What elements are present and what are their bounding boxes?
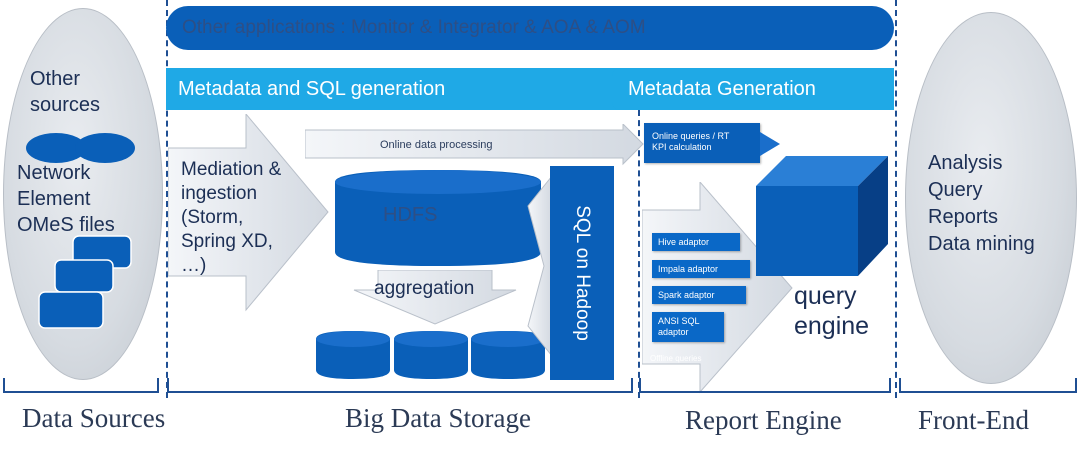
storage-cylinder-2 [394, 331, 468, 379]
front-end-ellipse [905, 12, 1077, 384]
other-sources-line-2: sources [30, 94, 101, 116]
other-sources-line-1: Other [30, 68, 81, 90]
network-element-label: Network Element OMeS files [17, 160, 115, 238]
storage-cylinder-3 [471, 331, 545, 379]
other-applications-label: Other applications : Monitor & Integrato… [182, 17, 646, 38]
sql-generation-bar: Metadata and SQL generation [166, 68, 638, 110]
query-engine-label: query engine [794, 281, 869, 341]
query-engine-line-2: engine [794, 312, 870, 340]
section-brackets [3, 378, 1077, 393]
mediation-line-4: Spring XD, [181, 231, 273, 252]
online-processing-label: Online data processing [380, 139, 493, 151]
online-queries-pointer [760, 132, 780, 156]
impala-adaptor-label: Impala adaptor [658, 264, 719, 274]
section-label-data-sources: Data Sources [22, 403, 166, 433]
metadata-generation-bar: Metadata Generation [612, 68, 894, 110]
impala-adaptor-box: Impala adaptor [652, 260, 750, 278]
separator-right [895, 0, 897, 398]
online-queries-label: Online queries / RT KPI calculation [652, 131, 729, 153]
sql-chevron-arrow [527, 176, 553, 356]
network-element-line-1: Network [17, 162, 91, 184]
source-disks-icon [26, 133, 135, 163]
online-queries-line-2: KPI calculation [652, 142, 712, 152]
mediation-line-1: Mediation & [181, 159, 282, 180]
mediation-line-2: ingestion [181, 183, 258, 204]
spark-adaptor-label: Spark adaptor [658, 290, 715, 300]
other-applications-bar: Other applications : Monitor & Integrato… [166, 6, 894, 50]
separator-mid [638, 110, 640, 398]
query-engine-line-1: query [794, 282, 857, 310]
online-queries-line-1: Online queries / RT [652, 131, 730, 141]
sql-on-hadoop-box [550, 166, 614, 380]
sql-on-hadoop-label: SQL on Hadoop [572, 205, 593, 341]
front-end-item-reports: Reports [928, 206, 999, 228]
ansi-sql-adaptor-box: ANSI SQL adaptor [652, 312, 724, 342]
section-label-front-end: Front-End [918, 405, 1029, 435]
mediation-arrow [168, 114, 329, 312]
hdfs-cylinder [335, 170, 541, 266]
front-end-list: Analysis Query Reports Data mining [928, 150, 1035, 258]
section-label-big-data-storage: Big Data Storage [345, 403, 531, 433]
offline-queries-label: Offline queries [650, 354, 702, 363]
ansi-sql-adaptor-label: ANSI SQL adaptor [658, 316, 700, 337]
aggregation-arrow [353, 270, 517, 325]
files-stack-icon [38, 235, 132, 329]
spark-adaptor-box: Spark adaptor [652, 286, 746, 304]
mediation-line-5: …) [181, 255, 207, 276]
hive-adaptor-box: Hive adaptor [652, 233, 740, 251]
online-processing-arrow [305, 124, 644, 166]
front-end-item-query: Query [928, 179, 983, 201]
network-element-line-3: OMeS files [17, 214, 115, 236]
separator-left [166, 0, 168, 398]
mediation-line-3: (Storm, [181, 207, 244, 228]
query-engine-cube [756, 156, 888, 276]
front-end-item-data-mining: Data mining [928, 233, 1035, 255]
online-queries-box: Online queries / RT KPI calculation [644, 123, 760, 163]
hive-adaptor-label: Hive adaptor [658, 237, 710, 247]
sql-generation-label: Metadata and SQL generation [178, 77, 446, 100]
front-end-item-analysis: Analysis [928, 152, 1003, 174]
other-sources-label: Other sources [30, 66, 100, 118]
aggregation-label: aggregation [374, 278, 475, 299]
mediation-label: Mediation & ingestion (Storm, Spring XD,… [181, 158, 281, 278]
hdfs-label: HDFS [383, 204, 438, 226]
section-label-report-engine: Report Engine [685, 405, 842, 435]
storage-cylinder-1 [316, 331, 390, 379]
network-element-line-2: Element [17, 188, 91, 210]
metadata-generation-label: Metadata Generation [628, 77, 816, 100]
